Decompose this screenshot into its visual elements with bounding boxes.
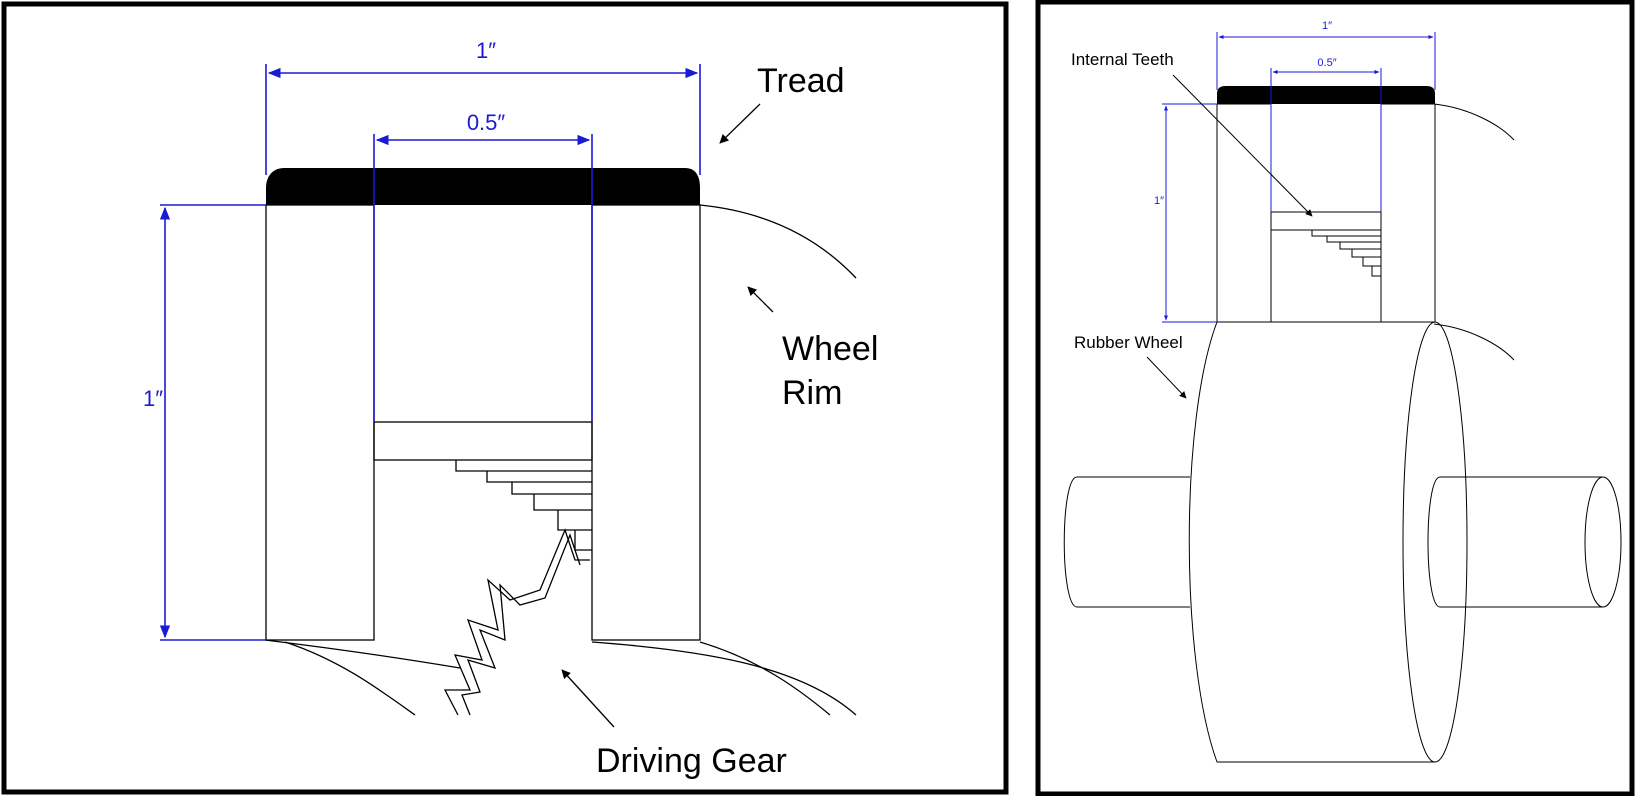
dim-inner-width-label-small: 0.5″ <box>1317 57 1336 69</box>
internal-teeth-arrow <box>1172 74 1313 217</box>
label-wheel-rim-line1: Wheel <box>782 330 878 368</box>
rim-right-wall <box>591 204 701 641</box>
rim-left-wall-small <box>1216 103 1272 323</box>
wheel-rim-arrow <box>747 286 774 313</box>
rim-right-wall-small <box>1380 103 1436 323</box>
label-wheel-rim-line2: Rim <box>782 374 842 412</box>
rim-curve-lower <box>1433 323 1515 361</box>
internal-teeth-steps <box>373 421 593 551</box>
right-panel: 1″ 0.5″ 1″ Internal Teeth Rubber Wheel <box>1035 0 1635 796</box>
dim-outer-width-label: 1″ <box>476 38 496 63</box>
dim-inner-width-label: 0.5″ <box>467 110 506 135</box>
label-tread: Tread <box>757 62 845 100</box>
driving-gear-teeth <box>443 528 590 716</box>
wheel-rim-curve-bottom-right-2 <box>699 641 831 716</box>
tread-band <box>266 168 700 205</box>
rubber-wheel-cylinder <box>1188 321 1468 763</box>
rim-left-wall <box>265 204 375 641</box>
axle-right <box>1427 476 1622 608</box>
left-panel: 1″ 0.5″ 1″ Tread Wheel Rim Driving Gear <box>1 1 1009 795</box>
rubber-wheel-arrow <box>1146 356 1187 399</box>
right-panel-frame <box>1035 0 1635 796</box>
driving-gear-arrow <box>561 669 615 728</box>
rim-curve-upper <box>1433 103 1515 141</box>
axle-left <box>1063 476 1190 608</box>
dim-outer-width-label-small: 1″ <box>1322 20 1332 32</box>
label-rubber-wheel: Rubber Wheel <box>1074 333 1183 352</box>
label-internal-teeth: Internal Teeth <box>1071 50 1174 69</box>
wheel-rim-curve-bottom-left <box>264 639 461 669</box>
left-panel-frame <box>1 1 1009 795</box>
wheel-rim-curve-bottom-left-2 <box>284 641 416 716</box>
internal-teeth-steps-small <box>1270 211 1382 277</box>
wheel-rim-curve-top <box>699 204 857 279</box>
tread-band-small <box>1217 86 1435 104</box>
tread-arrow <box>719 103 761 144</box>
wheel-rim-curve-bottom-right <box>591 641 857 716</box>
label-driving-gear: Driving Gear <box>596 742 787 780</box>
dim-height-label: 1″ <box>143 386 163 411</box>
dim-height-label-small: 1″ <box>1154 195 1164 207</box>
